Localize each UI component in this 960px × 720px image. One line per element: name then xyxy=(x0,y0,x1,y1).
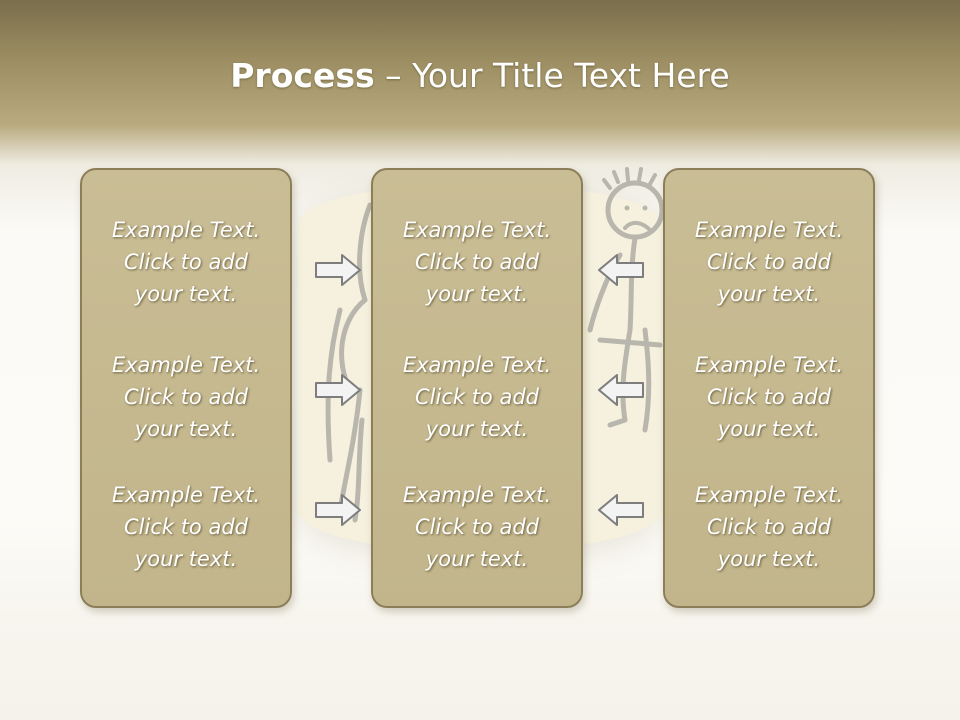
title-bold: Process xyxy=(230,56,375,95)
arrow-right-icon xyxy=(315,494,361,526)
text-block[interactable]: Example Text. Click to add your text. xyxy=(694,483,844,571)
process-panel-middle[interactable]: Example Text. Click to add your text. Ex… xyxy=(371,168,583,608)
text-block[interactable]: Example Text. Click to add your text. xyxy=(402,483,552,571)
text-block[interactable]: Example Text. Click to add your text. xyxy=(111,483,261,571)
arrow-left-icon xyxy=(598,374,644,406)
text-block[interactable]: Example Text. Click to add your text. xyxy=(111,218,261,306)
title-rest: – Your Title Text Here xyxy=(374,56,730,95)
header-band: Process – Your Title Text Here xyxy=(0,0,960,150)
text-block[interactable]: Example Text. Click to add your text. xyxy=(694,218,844,306)
arrow-right-icon xyxy=(315,374,361,406)
stick-figures-illustration xyxy=(325,167,665,523)
text-block[interactable]: Example Text. Click to add your text. xyxy=(402,218,552,306)
arrow-left-icon xyxy=(598,494,644,526)
slide-title[interactable]: Process – Your Title Text Here xyxy=(230,56,729,95)
text-block[interactable]: Example Text. Click to add your text. xyxy=(402,353,552,441)
text-block[interactable]: Example Text. Click to add your text. xyxy=(111,353,261,441)
text-block[interactable]: Example Text. Click to add your text. xyxy=(694,353,844,441)
arrow-right-icon xyxy=(315,254,361,286)
arrow-left-icon xyxy=(598,254,644,286)
process-panel-left[interactable]: Example Text. Click to add your text. Ex… xyxy=(80,168,292,608)
process-panel-right[interactable]: Example Text. Click to add your text. Ex… xyxy=(663,168,875,608)
